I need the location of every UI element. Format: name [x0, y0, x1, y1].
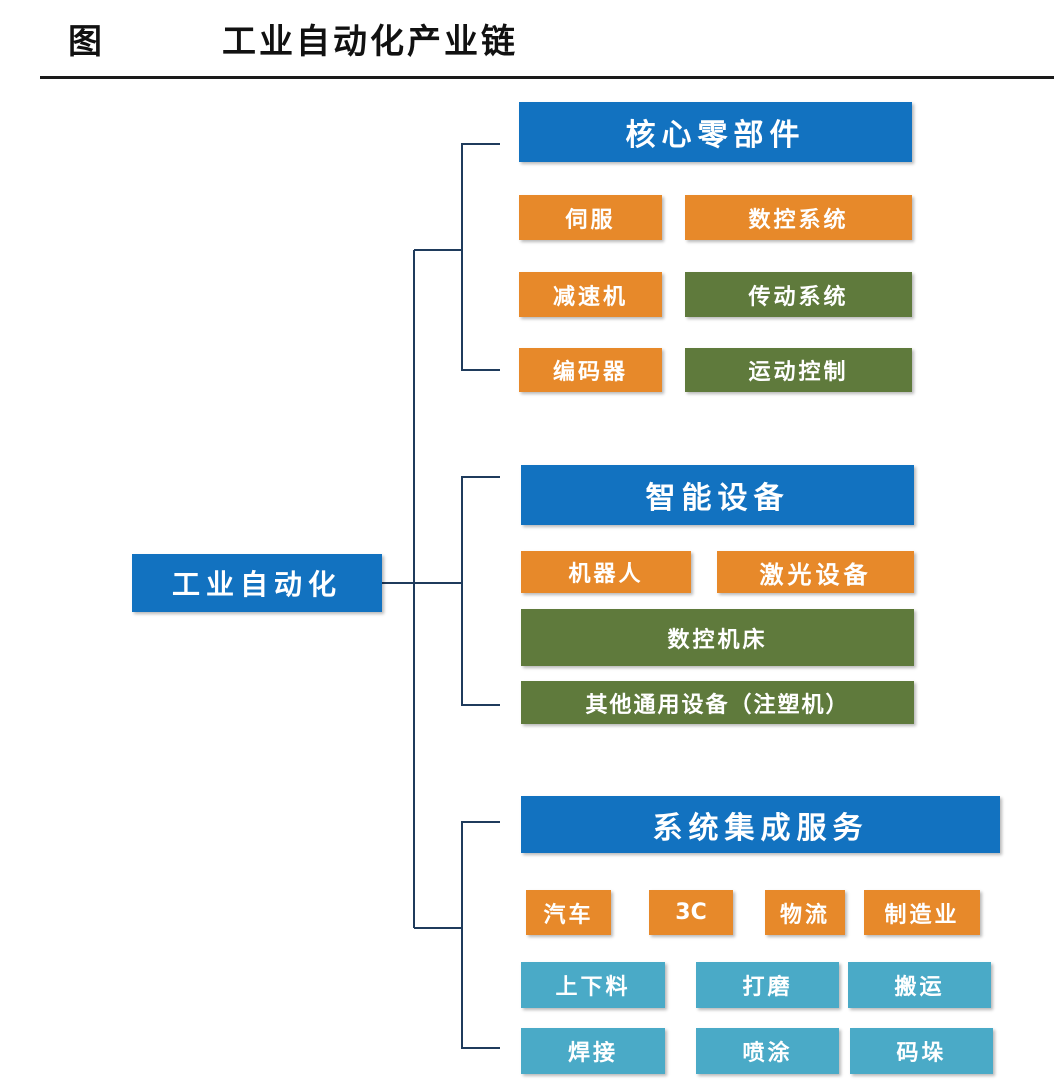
bracket-core-parts — [461, 143, 500, 371]
node-cnc-machine-tool: 数控机床 — [521, 609, 914, 666]
node-robot: 机器人 — [521, 551, 691, 593]
node-loading-unloading: 上下料 — [521, 962, 665, 1008]
node-3c: 3C — [649, 890, 733, 935]
node-palletizing: 码垛 — [850, 1028, 993, 1074]
node-grinding: 打磨 — [696, 962, 839, 1008]
node-cnc-system: 数控系统 — [685, 195, 912, 240]
node-spraying: 喷涂 — [696, 1028, 839, 1074]
node-automotive: 汽车 — [526, 890, 611, 935]
figure-label: 图 — [68, 22, 102, 62]
bracket-system-integration — [461, 821, 500, 1049]
bracket-smart-equipment — [461, 476, 500, 706]
node-laser-equipment: 激光设备 — [717, 551, 914, 593]
branch-header-smart-equipment: 智能设备 — [521, 465, 914, 525]
node-logistics: 物流 — [765, 890, 845, 935]
node-other-general-equipment: 其他通用设备（注塑机） — [521, 681, 914, 724]
branch-header-core-parts: 核心零部件 — [519, 102, 912, 162]
node-welding: 焊接 — [521, 1028, 665, 1074]
branch-header-system-integration: 系统集成服务 — [521, 796, 1000, 853]
node-handling: 搬运 — [848, 962, 991, 1008]
node-servo: 伺服 — [519, 195, 662, 240]
node-encoder: 编码器 — [519, 348, 662, 392]
node-transmission-system: 传动系统 — [685, 272, 912, 317]
title-underline — [40, 76, 1054, 79]
node-manufacturing: 制造业 — [864, 890, 980, 935]
figure-title: 工业自动化产业链 — [222, 22, 518, 62]
node-motion-control: 运动控制 — [685, 348, 912, 392]
node-reducer: 减速机 — [519, 272, 662, 317]
root-node: 工业自动化 — [132, 554, 382, 612]
